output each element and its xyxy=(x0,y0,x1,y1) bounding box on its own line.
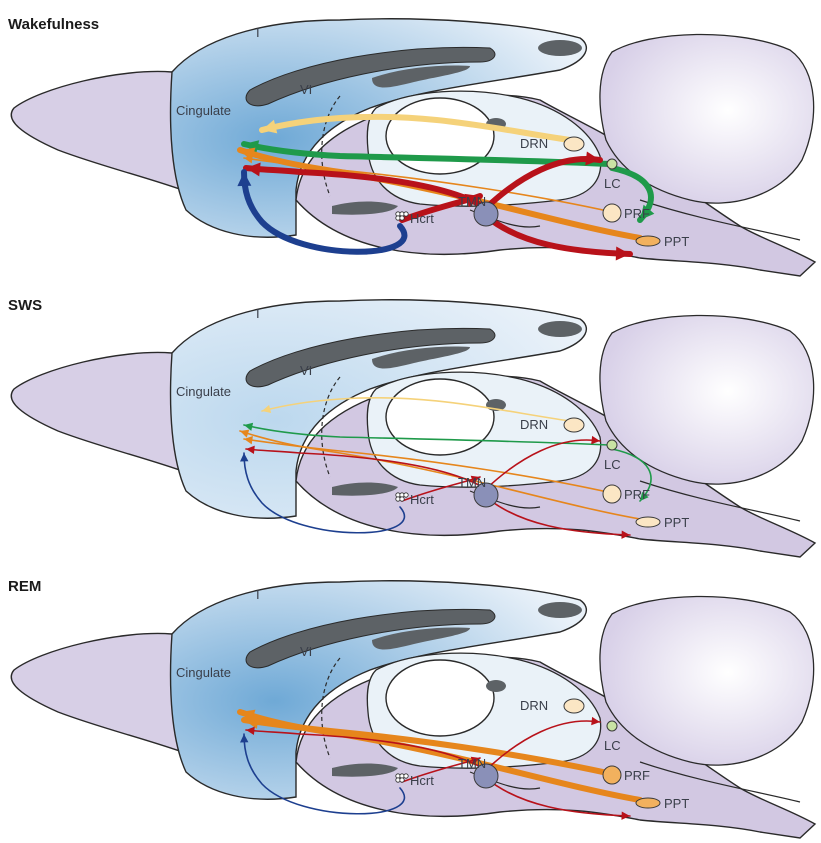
label-cingulate: Cingulate xyxy=(176,384,231,399)
ventricle xyxy=(486,680,506,692)
hcrt-neuron xyxy=(404,212,408,216)
label-tmn: TMN xyxy=(458,756,486,771)
hcrt-neuron xyxy=(400,497,404,501)
lc-nucleus xyxy=(607,721,617,731)
panel-title: REM xyxy=(8,578,41,595)
label-layer-i: I xyxy=(256,25,260,40)
label-cingulate: Cingulate xyxy=(176,103,231,118)
olfactory-bulb xyxy=(11,633,190,754)
hcrt-neuron xyxy=(404,493,408,497)
prf-nucleus xyxy=(603,766,621,784)
label-drn: DRN xyxy=(520,136,548,151)
olfactory-bulb xyxy=(11,71,190,192)
label-tmn: TMN xyxy=(458,194,486,209)
label-drn: DRN xyxy=(520,698,548,713)
prf-nucleus xyxy=(603,204,621,222)
label-prf: PRF xyxy=(624,206,650,221)
panel-sws: I VI CingulateDRN LCPRF PPT TMN Hcrt SWS xyxy=(0,281,821,562)
lc-nucleus xyxy=(607,440,617,450)
thalamus-nucleus xyxy=(386,660,494,736)
label-cingulate: Cingulate xyxy=(176,665,231,680)
label-tmn: TMN xyxy=(458,475,486,490)
label-layer-vi: VI xyxy=(300,644,312,659)
hcrt-neuron xyxy=(400,216,404,220)
lc-nucleus xyxy=(607,159,617,169)
panel-title: SWS xyxy=(8,297,42,314)
ppt-nucleus xyxy=(636,517,660,527)
thalamus-nucleus xyxy=(386,379,494,455)
olfactory-bulb xyxy=(11,352,190,473)
hcrt-neuron xyxy=(404,774,408,778)
panel-title: Wakefulness xyxy=(8,16,99,33)
prf-nucleus xyxy=(603,485,621,503)
label-lc: LC xyxy=(604,457,621,472)
label-layer-vi: VI xyxy=(300,363,312,378)
label-ppt: PPT xyxy=(664,796,689,811)
panel-rem: I VI CingulateDRN LCPRF PPT TMN Hcrt REM xyxy=(0,562,821,843)
ventricle xyxy=(538,40,582,56)
label-prf: PRF xyxy=(624,487,650,502)
label-prf: PRF xyxy=(624,768,650,783)
ppt-nucleus xyxy=(636,236,660,246)
brain-diagram: I VI CingulateDRN LCPRF PPT TMN Hcrt xyxy=(0,562,821,843)
label-lc: LC xyxy=(604,176,621,191)
label-hcrt: Hcrt xyxy=(410,492,434,507)
ppt-nucleus xyxy=(636,798,660,808)
drn-nucleus xyxy=(564,418,584,432)
label-layer-i: I xyxy=(256,587,260,602)
label-layer-vi: VI xyxy=(300,82,312,97)
drn-nucleus xyxy=(564,699,584,713)
label-layer-i: I xyxy=(256,306,260,321)
panel-wakefulness: I VI CingulateDRN LCPRF PPT TMN Hcrt Wakefulne… xyxy=(0,0,821,281)
label-ppt: PPT xyxy=(664,515,689,530)
label-drn: DRN xyxy=(520,417,548,432)
label-ppt: PPT xyxy=(664,234,689,249)
drn-nucleus xyxy=(564,137,584,151)
label-hcrt: Hcrt xyxy=(410,773,434,788)
hcrt-neuron xyxy=(400,778,404,782)
label-hcrt: Hcrt xyxy=(410,211,434,226)
ventricle xyxy=(538,602,582,618)
label-lc: LC xyxy=(604,738,621,753)
ventricle xyxy=(538,321,582,337)
thalamus-nucleus xyxy=(386,98,494,174)
